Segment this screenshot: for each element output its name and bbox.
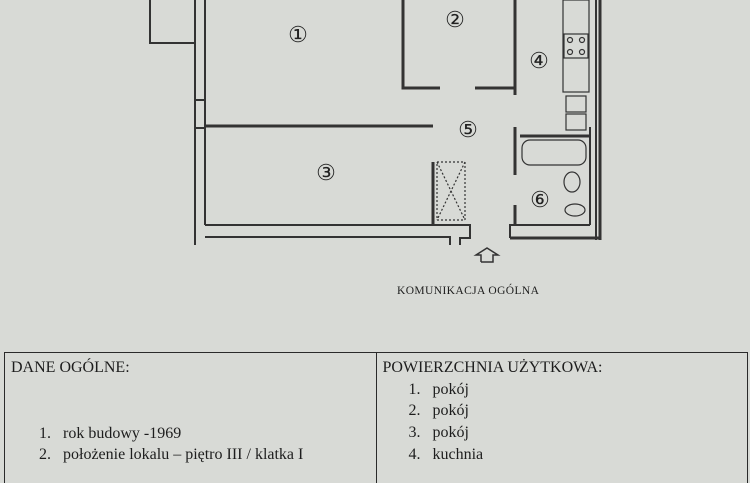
walls [149,0,602,245]
item-number: 1. [408,380,421,398]
info-table: DANE OGÓLNE: 1. rok budowy -1969 2. położe… [4,352,748,483]
room-label-6: ⑥ [530,187,550,212]
list-item: 3. pokój [409,422,742,444]
room-label-3: ③ [316,160,336,185]
list-item: 2. położenie lokalu – piętro III / klatka… [39,444,370,466]
room-label-5: ⑤ [458,117,478,142]
fixtures [436,0,590,221]
item-text: pokój [432,402,469,420]
usable-area-list: 1. pokój 2. pokój 3. pokój 4. kuchnia [383,379,742,466]
item-number: 1. [39,424,51,442]
item-text: pokój [432,380,469,398]
item-text: położenie lokalu – piętro III / klatka I [63,446,304,464]
room-label-1: ① [288,22,308,47]
item-number: 2. [408,402,421,420]
list-item: 2. pokój [409,400,742,422]
item-number: 2. [39,446,51,464]
room-label-2: ② [445,7,465,32]
item-text: rok budowy -1969 [63,424,182,442]
item-text: kuchnia [432,445,484,463]
common-area-caption: KOMUNIKACJA OGÓLNA [397,285,540,297]
usable-area-column: POWIERZCHNIA UŻYTKOWA: 1. pokój 2. pokój 3… [377,353,748,483]
entrance-arrow-icon [473,247,501,263]
general-data-list: 1. rok budowy -1969 2. położenie lokalu – … [11,423,370,466]
general-data-header: DANE OGÓLNE: [11,359,130,376]
list-item: 4. kuchnia [409,444,742,466]
list-item: 1. pokój [409,379,742,401]
room-label-4: ④ [529,48,549,73]
list-item: 1. rok budowy -1969 [39,423,370,445]
item-number: 3. [408,424,421,442]
usable-area-header: POWIERZCHNIA UŻYTKOWA: [382,359,603,376]
item-text: pokój [432,424,469,442]
floor-plan: ① ② ③ ④ ⑤ ⑥ [149,0,602,263]
item-number: 4. [408,445,421,463]
general-data-column: DANE OGÓLNE: 1. rok budowy -1969 2. położe… [5,353,377,483]
